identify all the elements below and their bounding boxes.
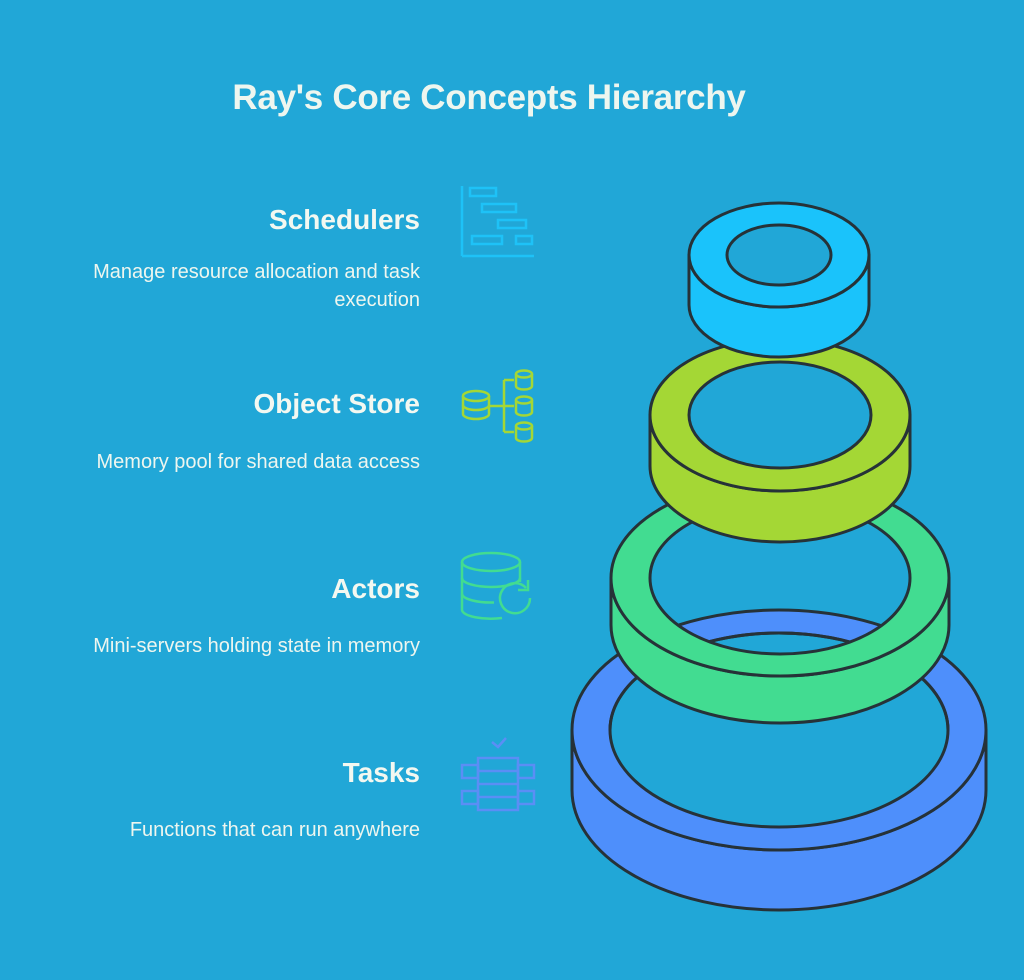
schedulers-description: Manage resource allocation and task exec…: [93, 261, 420, 311]
tasks-heading: Tasks: [342, 757, 420, 788]
object-store-ring: [648, 337, 912, 544]
schedulers-heading: Schedulers: [269, 204, 420, 235]
actors-description: Mini-servers holding state in memory: [93, 635, 420, 657]
gantt-schedule-icon: [460, 186, 534, 258]
task-stack-check-icon: [460, 737, 536, 812]
object-store-heading: Object Store: [253, 388, 420, 419]
actors-heading: Actors: [331, 573, 420, 604]
database-network-icon: [461, 369, 534, 443]
diagram-title: Ray's Core Concepts Hierarchy: [232, 78, 746, 117]
database-sync-icon: [460, 551, 532, 620]
schedulers-ring: [687, 201, 871, 359]
tasks-description: Functions that can run anywhere: [129, 819, 420, 841]
object-store-description: Memory pool for shared data access: [96, 451, 421, 473]
